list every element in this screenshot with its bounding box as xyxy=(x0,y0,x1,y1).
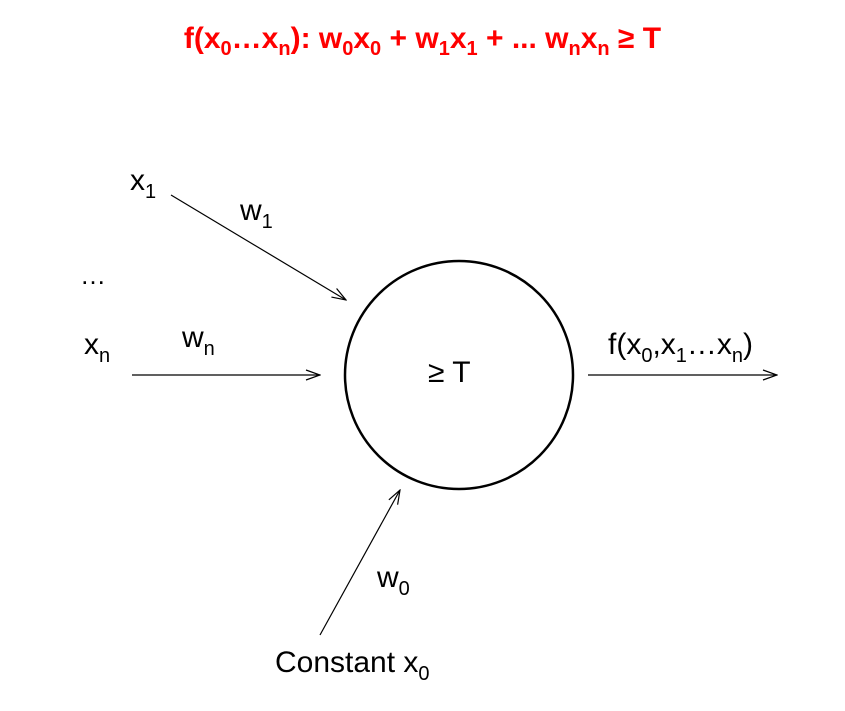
weight-w0-label: w0 xyxy=(377,561,410,600)
input-xn-label: xn xyxy=(84,328,111,367)
threshold-label: ≥ T xyxy=(428,356,471,389)
formula-title: f(x0…xn): w0x0 + w1x1 + ... wnxn ≥ T xyxy=(183,22,662,60)
ellipsis-label: … xyxy=(80,260,106,290)
constant-x0-label: Constant x0 xyxy=(275,646,430,685)
output-label: f(x0,x1…xn) xyxy=(608,328,754,367)
input-x1-label: x1 xyxy=(130,164,157,203)
arrow-x0 xyxy=(319,490,400,636)
neuron-node xyxy=(343,259,575,491)
weight-w1-label: w1 xyxy=(240,194,273,233)
weight-wn-label: wn xyxy=(182,321,215,360)
arrow-x1 xyxy=(170,194,346,300)
